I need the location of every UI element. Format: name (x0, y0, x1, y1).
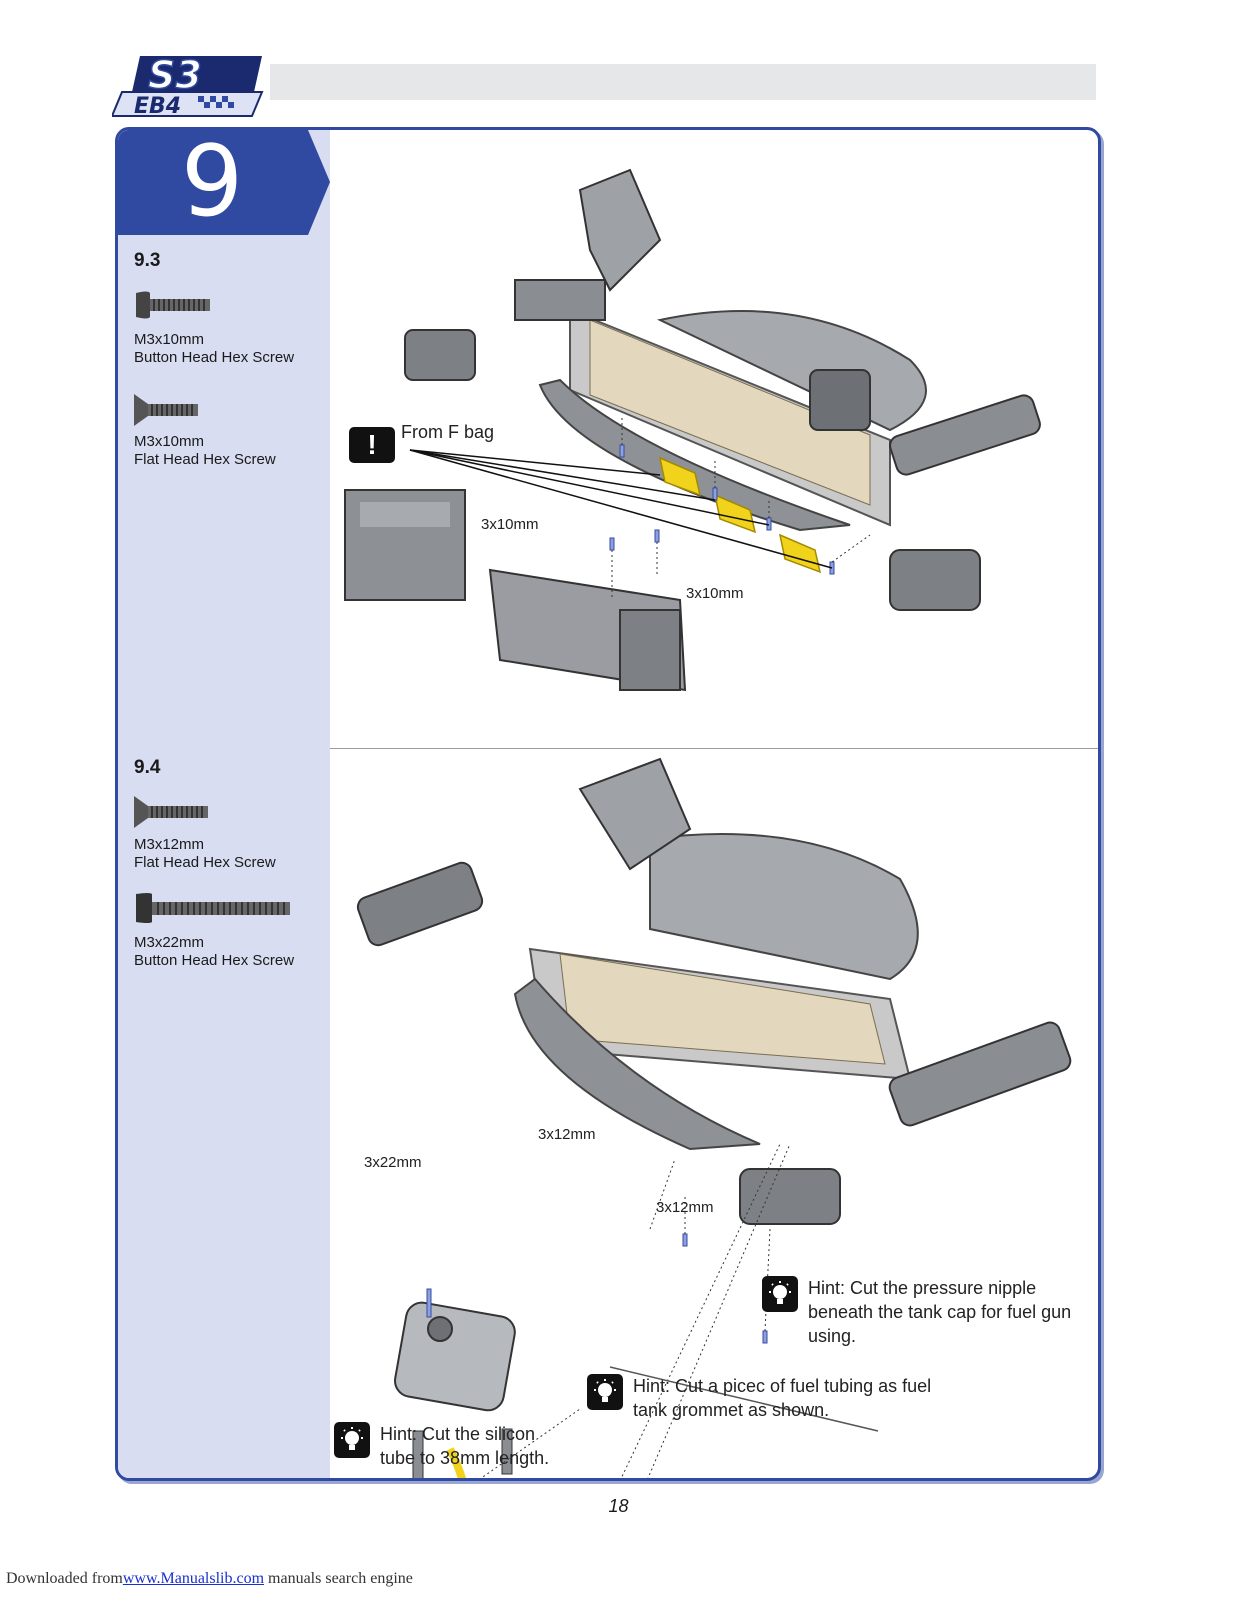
header-bar (270, 64, 1096, 100)
warning-text: From F bag (401, 422, 495, 442)
screw-callout: 3x12mm (656, 1199, 714, 1216)
chassis-illustration-9-3 (344, 168, 1041, 692)
s3-eb4-logo: S3 EB4 (112, 52, 264, 119)
hint-text: Hint: Cut the pressure nipple beneath th… (808, 1278, 1072, 1346)
step-frame: 9 9.3 M3x10mm Button Head Hex Screw M3x1… (115, 127, 1101, 1481)
page-number: 18 (608, 1496, 629, 1516)
chassis-illustration-9-4 (356, 757, 1072, 1478)
footer: Downloaded fromwww.Manualslib.com manual… (6, 1570, 413, 1588)
part-size: M3x12mm (134, 836, 205, 853)
footer-link[interactable]: www.Manualslib.com (122, 1570, 265, 1587)
substep-divider (330, 748, 1098, 749)
svg-text:S3: S3 (148, 53, 202, 97)
part-name: Button Head Hex Screw (134, 349, 295, 366)
part-name: Flat Head Hex Screw (134, 451, 276, 468)
part-name: Button Head Hex Screw (134, 952, 295, 969)
screw-callout: 3x12mm (538, 1126, 596, 1143)
svg-text:EB4: EB4 (134, 94, 181, 119)
flat-head-screw-icon (134, 394, 198, 426)
hint-silicon-tube: Hint: Cut the silicon tube to 38mm lengt… (334, 1422, 574, 1470)
screw-callout: 3x22mm (364, 1154, 422, 1171)
button-head-screw-icon (136, 291, 210, 319)
exclamation-icon: ! (349, 427, 395, 463)
lightbulb-icon (587, 1374, 623, 1410)
part-size: M3x10mm (134, 433, 205, 450)
lightbulb-icon (762, 1276, 798, 1312)
part-name: Flat Head Hex Screw (134, 854, 276, 871)
part-size: M3x22mm (134, 934, 205, 951)
substep-label-9-3: 9.3 (134, 250, 161, 271)
parts-sidebar (118, 130, 330, 1478)
step-badge (118, 130, 330, 235)
footer-prefix: Downloaded from (6, 1570, 123, 1587)
flat-head-screw-icon (134, 796, 208, 828)
hint-text: Hint: Cut a picec of fuel tubing as fuel… (633, 1376, 932, 1420)
button-head-screw-icon (136, 893, 290, 923)
hint-text: Hint: Cut the silicon tube to 38mm lengt… (380, 1424, 550, 1468)
footer-suffix: manuals search engine (264, 1570, 413, 1587)
substep-label-9-4: 9.4 (134, 757, 161, 778)
step-number: 9 (180, 127, 246, 239)
lightbulb-icon (334, 1422, 370, 1458)
part-size: M3x10mm (134, 331, 205, 348)
screw-callout: 3x10mm (481, 516, 539, 533)
screw-callout: 3x10mm (686, 585, 744, 602)
hint-pressure-nipple: Hint: Cut the pressure nipple beneath th… (762, 1276, 1082, 1348)
hint-fuel-grommet: Hint: Cut a picec of fuel tubing as fuel… (587, 1374, 937, 1422)
